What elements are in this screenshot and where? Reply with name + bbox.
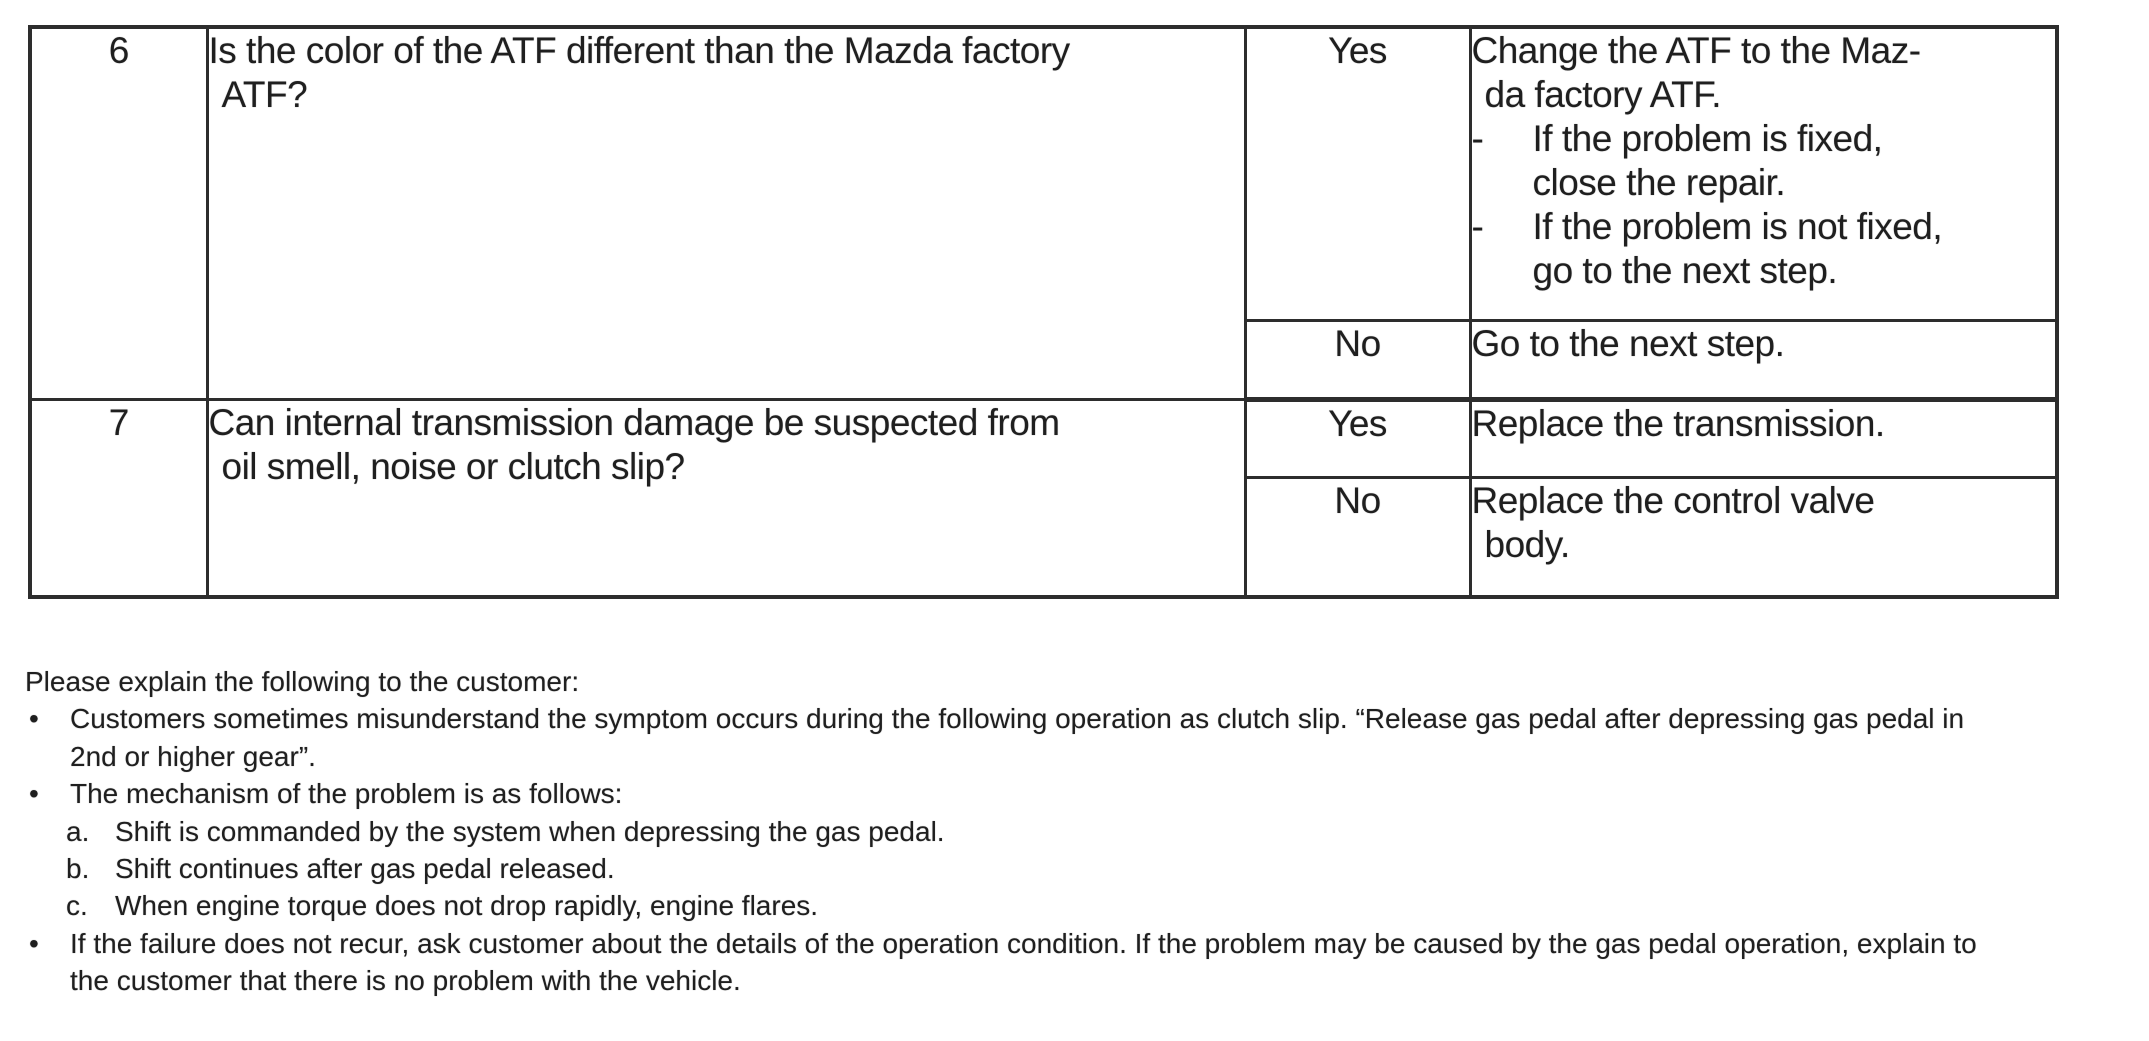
lettered-item: a. Shift is commanded by the system when… [25,813,2115,850]
answer-cell: No [1243,318,1472,402]
action-line: If the problem is not fixed, [1532,206,1943,247]
bullet-marker: • [29,778,39,810]
lettered-item-text: Shift is commanded by the system when de… [115,815,945,847]
answer-label: Yes [1328,30,1387,71]
inspection-cell: Is the color of the ATF different than t… [205,25,1247,401]
action-line: If the problem is fixed, [1532,118,1883,159]
inspection-line: oil smell, noise or clutch slip? [221,445,686,487]
step-number: 7 [108,401,130,443]
lettered-item-marker: c. [66,890,88,922]
answer-label: No [1334,479,1381,521]
lettered-item-text: When engine torque does not drop rapidly… [115,890,819,922]
bullet-line: Customers sometimes misunderstand the sy… [70,703,1965,735]
action-cell: Go to the next step. [1468,318,2059,402]
dash-item: - If the problem is not fixed, go to the… [1472,205,2056,293]
table-row-step6-no: No Go to the next step. [30,318,2059,402]
action-cell: Replace the transmission. [1468,397,2059,479]
lettered-item: b. Shift continues after gas pedal relea… [25,850,2115,887]
step-number-cell: 6 [28,25,209,401]
action-line: Go to the next step. [1471,322,1785,364]
action-line: body. [1484,523,1571,565]
answer-label: No [1334,322,1381,364]
inspection-line: ATF? [221,74,308,115]
action-line: da factory ATF. [1484,74,1722,115]
inspection-line: Is the color of the ATF different than t… [208,30,1071,71]
lettered-item: c. When engine torque does not drop rapi… [25,887,2115,924]
answer-label: Yes [1328,402,1387,444]
bullet-item: • Customers sometimes misunderstand the … [25,700,2115,775]
lettered-item-marker: a. [66,815,90,847]
table-row-step6-yes: 6 Is the color of the ATF different than… [28,25,2059,401]
bullet-line: 2nd or higher gear”. [70,740,316,772]
inspection-line: Can internal transmission damage be susp… [208,401,1061,443]
answer-cell: No [1243,475,1472,599]
table-row-step7-yes: 7 Can internal transmission damage be su… [28,397,2059,599]
inspection-cell: Can internal transmission damage be susp… [205,397,1247,599]
lettered-item-marker: b. [66,853,90,885]
bullet-line: If the failure does not recur, ask custo… [70,927,1977,959]
table-row-step7-no: No Replace the control valve body. [30,475,2059,599]
bullet-line: The mechanism of the problem is as follo… [70,778,623,810]
answer-cell: Yes [1243,397,1472,479]
step-number: 6 [108,30,130,71]
action-line: Replace the control valve [1471,479,1875,521]
lettered-item-text: Shift continues after gas pedal released… [115,853,615,885]
answer-cell: Yes [1243,25,1472,322]
dash-item: - If the problem is fixed, close the rep… [1472,117,2056,205]
action-cell: Change the ATF to the Maz- da factory AT… [1468,25,2059,322]
action-line: Change the ATF to the Maz- [1471,30,1922,71]
troubleshooting-table: 6 Is the color of the ATF different than… [28,25,2059,599]
dash-marker: - [1471,206,1484,247]
bullet-marker: • [29,703,39,735]
action-line: Replace the transmission. [1471,402,1886,444]
customer-notes: Please explain the following to the cust… [25,663,2115,1000]
bullet-marker: • [29,927,39,959]
bullet-item: • The mechanism of the problem is as fol… [25,775,2115,812]
step-number-cell: 7 [28,397,209,599]
notes-intro: Please explain the following to the cust… [25,666,580,697]
dash-marker: - [1471,118,1484,159]
bullet-line: the customer that there is no problem wi… [70,965,741,997]
action-cell: Replace the control valve body. [1468,475,2059,599]
action-line: close the repair. [1532,162,1786,203]
action-line: go to the next step. [1532,250,1838,291]
bullet-item: • If the failure does not recur, ask cus… [25,925,2115,1000]
